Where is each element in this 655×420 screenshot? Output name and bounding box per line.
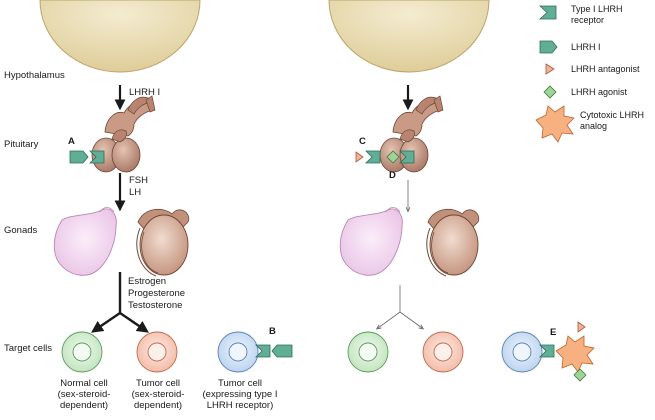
legend-receptor-icon: [538, 5, 557, 20]
caption-tumor-line-3: dependent): [133, 400, 183, 411]
legend-lhrh-line-1: LHRH I: [571, 42, 601, 52]
caption-normal-cell: Normal cell (sex-steroid- dependent): [58, 378, 111, 411]
arrow-label-fsh: FSH: [129, 175, 148, 186]
lhrh-receptor-b: [255, 344, 271, 358]
legend-agonist-label: LHRH agonist: [571, 87, 627, 98]
tumor-cell-right: [422, 331, 464, 373]
legend-cytotoxic-line-2: analog: [580, 120, 608, 131]
receptor-block-c: [355, 150, 415, 164]
legend-receptor-line-1: Type I LHRH: [571, 4, 623, 14]
testis-right: [426, 208, 480, 277]
legend-antagonist-label: LHRH antagonist: [571, 64, 640, 75]
arrow-label-lhrh-left: LHRH I: [129, 87, 161, 98]
legend-receptor-label: Type I LHRH receptor: [571, 4, 623, 25]
legend-antagonist-line-1: LHRH antagonist: [571, 64, 640, 74]
tumor-cell-left: [136, 331, 178, 373]
steroid-arrow-normal: [91, 312, 121, 333]
caption-receptor-line-1: Tumor cell: [217, 378, 262, 389]
agonist-d: [386, 150, 400, 164]
legend-agonist-icon: [543, 85, 557, 99]
caption-normal-line-3: dependent): [59, 400, 109, 411]
legend-agonist-line-1: LHRH agonist: [571, 87, 628, 97]
suppressed-arrow-tumor: [399, 311, 422, 328]
legend-icons: [535, 5, 575, 143]
caption-tumor-cell: Tumor cell (sex-steroid- dependent): [132, 378, 185, 411]
legend-cytotoxic-label: Cytotoxic LHRH analog: [580, 110, 644, 131]
caption-tumor-line-1: Tumor cell: [135, 378, 180, 389]
caption-normal-line-2: (sex-steroid-: [57, 389, 111, 400]
caption-tumor-line-2: (sex-steroid-: [131, 389, 185, 400]
legend-lhrh-icon: [539, 40, 558, 54]
antagonist-e: [577, 321, 586, 333]
point-label-e: E: [550, 327, 557, 338]
row-label-hypothalamus: Hypothalamus: [4, 70, 65, 81]
hypothalamus-right: [328, 0, 490, 73]
lhrh-receptor-a: [89, 150, 105, 164]
arrow-label-progesterone: Progesterone: [128, 288, 186, 299]
receptor-lhrh-binding-a: [69, 150, 105, 164]
point-label-a: A: [68, 136, 75, 147]
lhrh-receptor-c: [365, 150, 381, 164]
legend-cytotoxic-line-1: Cytotoxic LHRH: [580, 110, 645, 120]
hypothalamus-left: [39, 0, 201, 73]
antagonist-c: [355, 151, 364, 163]
lhrh-receptor-d: [399, 150, 415, 164]
row-label-target-cells: Target cells: [4, 343, 53, 354]
legend-receptor-line-2: receptor: [571, 14, 605, 25]
normal-cell-right: [347, 331, 389, 373]
legend-cytotoxic-icon: [535, 105, 575, 143]
pituitary-left: [91, 95, 156, 173]
testis-left: [136, 208, 190, 277]
arrow-label-testosterone: Testosterone: [128, 300, 183, 311]
suppressed-arrow-normal: [378, 311, 401, 328]
agonist-e: [573, 368, 587, 382]
caption-receptor-line-3: LHRH receptor): [206, 400, 274, 411]
caption-receptor-line-2: (expressing type I: [202, 389, 278, 400]
row-label-pituitary: Pituitary: [4, 139, 39, 150]
receptor-tumor-cell-left: [217, 331, 293, 373]
point-label-d: D: [389, 170, 396, 181]
receptor-tumor-cell-right: [501, 321, 595, 382]
legend-lhrh-label: LHRH I: [571, 42, 601, 53]
arrow-label-estrogen: Estrogen: [128, 276, 167, 287]
lhrh-ligand-a: [69, 150, 89, 164]
normal-cell-left: [61, 331, 103, 373]
arrow-label-lh: LH: [129, 187, 142, 198]
ovary-left: [53, 207, 117, 276]
caption-receptor-tumor-cell: Tumor cell (expressing type I LHRH recep…: [203, 378, 278, 411]
point-label-b: B: [269, 326, 276, 337]
lhrh-receptor-e: [539, 344, 555, 358]
lhrh-ligand-b: [271, 344, 293, 358]
steroid-arrow-tumor: [119, 312, 149, 333]
ovary-right: [339, 207, 403, 276]
point-label-c: C: [359, 136, 366, 147]
caption-normal-line-1: Normal cell: [60, 378, 108, 389]
row-label-gonads: Gonads: [4, 225, 38, 236]
legend-antagonist-icon: [545, 63, 555, 75]
cytotoxic-analog-e: [555, 335, 595, 373]
